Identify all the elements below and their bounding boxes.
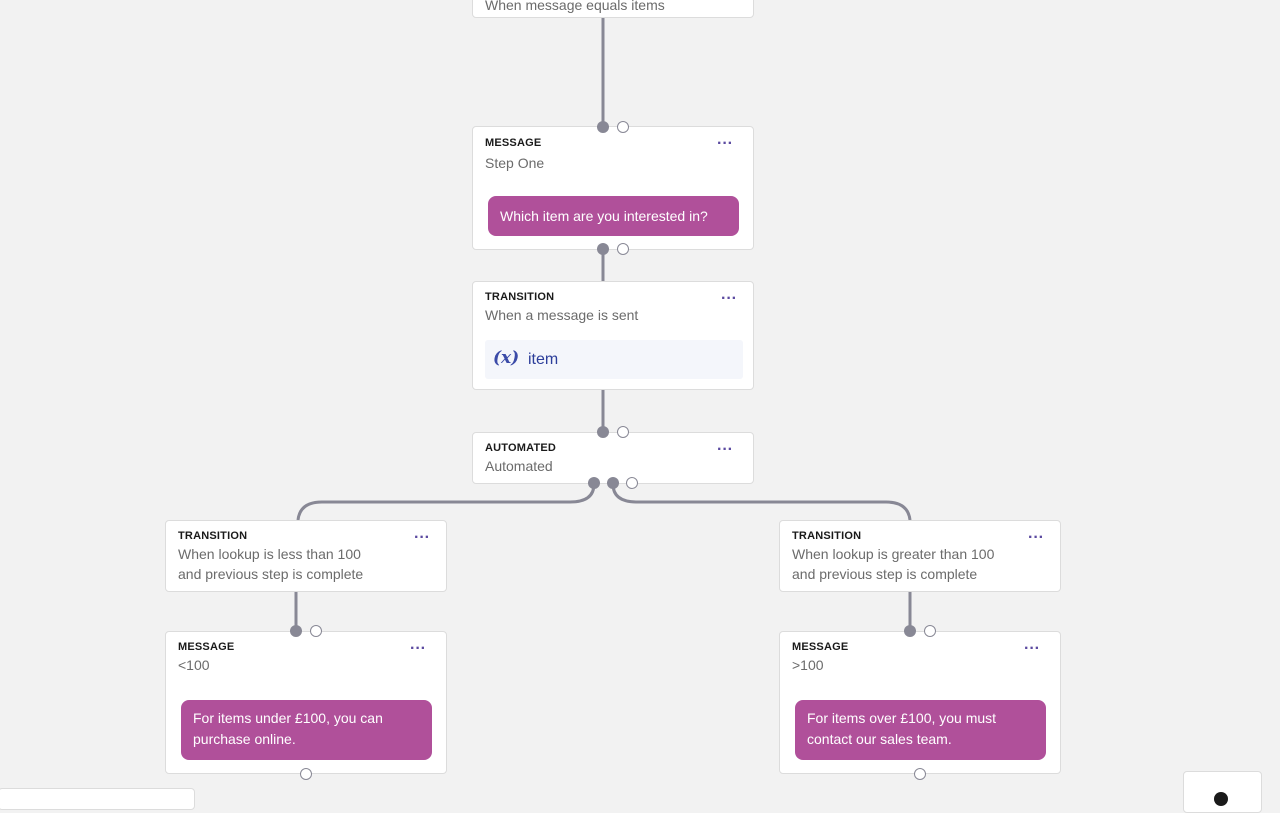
output-port[interactable] (617, 121, 629, 133)
node-subtitle: <100 (178, 657, 210, 673)
node-subtitle: Automated (485, 458, 553, 474)
bottom-left-panel[interactable] (0, 788, 195, 810)
node-type: MESSAGE (178, 641, 235, 653)
node-type: TRANSITION (178, 530, 248, 542)
message-bubble: Which item are you interested in? (488, 196, 739, 236)
input-port[interactable] (597, 243, 609, 255)
node-message-step-one[interactable]: MESSAGE Step One ··· Which item are you … (472, 126, 754, 250)
node-type: MESSAGE (485, 137, 542, 149)
node-subtitle: When lookup is less than 100 and previou… (178, 546, 364, 582)
more-horizontal-icon[interactable]: ··· (717, 135, 733, 152)
variable-chip[interactable]: (x) item (485, 340, 743, 379)
node-subtitle: Step One (485, 155, 545, 171)
more-horizontal-icon[interactable]: ··· (410, 640, 426, 657)
node-type: AUTOMATED (485, 442, 557, 454)
more-horizontal-icon[interactable]: ··· (1024, 640, 1040, 657)
variable-icon: (x) (493, 348, 520, 368)
more-horizontal-icon[interactable]: ··· (414, 529, 430, 546)
node-transition-greater-than[interactable]: TRANSITION When lookup is greater than 1… (779, 520, 1061, 592)
node-automated[interactable]: AUTOMATED Automated ··· (472, 432, 754, 484)
more-horizontal-icon[interactable]: ··· (717, 441, 733, 458)
output-port[interactable] (617, 426, 629, 438)
output-port[interactable] (300, 768, 312, 780)
connector-automated-to-right-branch (611, 483, 912, 521)
node-transition-message-sent[interactable]: TRANSITION When a message is sent ··· (x… (472, 281, 754, 390)
variable-label: item (528, 351, 559, 368)
control-icon (1214, 792, 1228, 806)
connector-automated-to-left-branch (296, 483, 596, 521)
branch-port-left[interactable] (588, 477, 600, 489)
more-horizontal-icon[interactable]: ··· (721, 290, 737, 307)
input-port[interactable] (290, 625, 302, 637)
node-subtitle: When message equals items (485, 0, 665, 13)
bottom-right-control[interactable] (1183, 771, 1262, 813)
node-subtitle: >100 (792, 657, 824, 673)
message-bubble: For items over £100, you must contact ou… (795, 700, 1046, 760)
node-message-over-100[interactable]: MESSAGE >100 ··· For items over £100, yo… (779, 631, 1061, 774)
node-message-under-100[interactable]: MESSAGE <100 ··· For items under £100, y… (165, 631, 447, 774)
node-type: MESSAGE (792, 641, 849, 653)
output-port[interactable] (924, 625, 936, 637)
node-transition-less-than[interactable]: TRANSITION When lookup is less than 100 … (165, 520, 447, 592)
output-port[interactable] (310, 625, 322, 637)
node-top-transition[interactable]: When message equals items (472, 0, 754, 18)
output-port[interactable] (626, 477, 638, 489)
output-port[interactable] (914, 768, 926, 780)
input-port[interactable] (904, 625, 916, 637)
node-subtitle: When lookup is greater than 100 and prev… (792, 546, 995, 582)
input-port[interactable] (597, 426, 609, 438)
node-type: TRANSITION (792, 530, 862, 542)
more-horizontal-icon[interactable]: ··· (1028, 529, 1044, 546)
branch-port-right[interactable] (607, 477, 619, 489)
input-port[interactable] (597, 121, 609, 133)
node-subtitle: When a message is sent (485, 307, 639, 323)
output-port[interactable] (617, 243, 629, 255)
message-bubble: For items under £100, you can purchase o… (181, 700, 432, 760)
node-type: TRANSITION (485, 291, 555, 303)
